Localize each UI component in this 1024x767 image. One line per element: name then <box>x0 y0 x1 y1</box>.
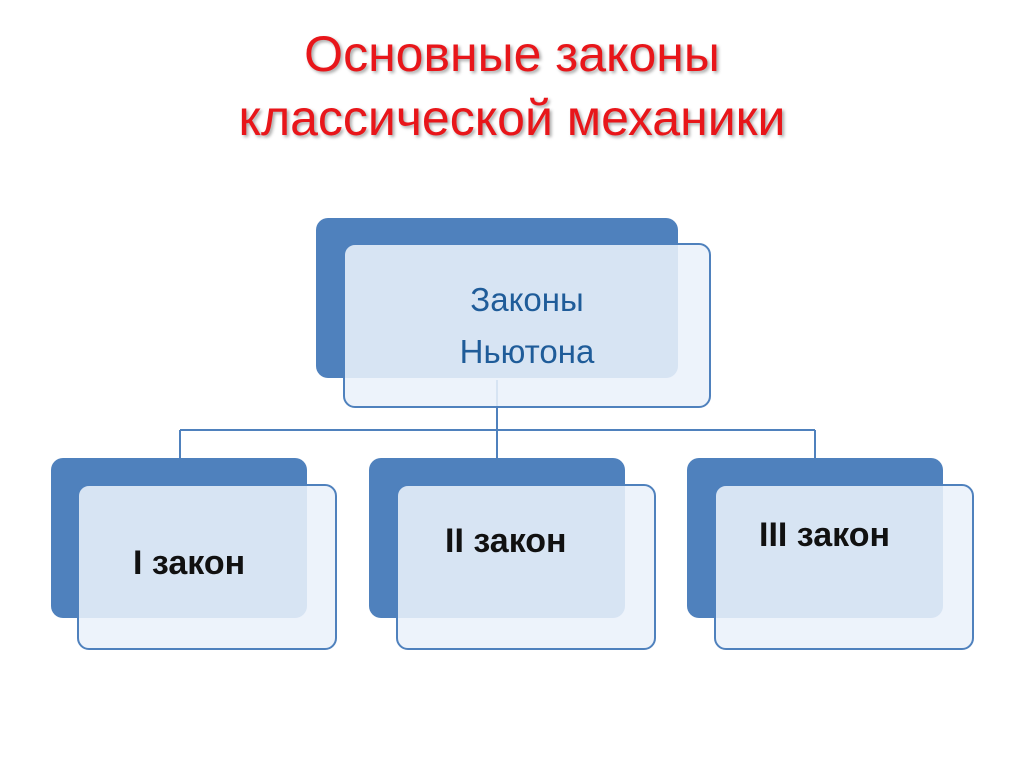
child-node-2-front-box <box>396 484 656 650</box>
slide-title-line-1: Основные законы <box>304 26 720 82</box>
slide-title-line-2: классической механики <box>238 90 786 146</box>
child-node-1-label: I закон <box>133 544 246 582</box>
child-node-3-front-box <box>714 484 974 650</box>
root-node-label-line-2: Ньютона <box>459 332 595 370</box>
root-node-label: Законы Ньютона <box>460 274 595 378</box>
root-node-label-line-1: Законы <box>470 280 584 318</box>
slide-title: Основные законы классической механики <box>0 22 1024 150</box>
root-node-front-box: Законы Ньютона <box>343 243 711 408</box>
child-node-1-front-box <box>77 484 337 650</box>
child-node-2-label: II закон <box>445 522 567 560</box>
child-node-3-label: III закон <box>759 516 891 554</box>
